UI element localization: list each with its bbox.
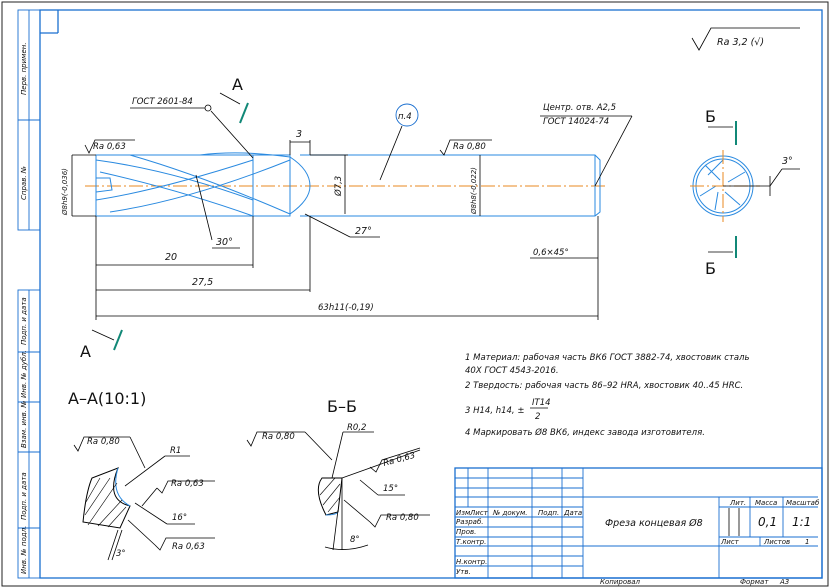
- scale-label: Масштаб: [786, 499, 820, 507]
- bb-ra1: Ra 0,80: [262, 432, 295, 442]
- angle-30: 30°: [216, 237, 233, 248]
- section-b-label: Б: [705, 107, 716, 126]
- stamp-label: Подп. и дата: [20, 472, 28, 520]
- center-hole-note: Центр. отв. А2,5: [543, 103, 616, 113]
- drawing-frame: [39, 9, 823, 579]
- position-note: п.4: [398, 112, 412, 122]
- dim-dia-neck: Ø7,3: [333, 176, 344, 197]
- tb-header: Лист: [469, 509, 489, 517]
- tb-header: Изм: [456, 509, 471, 517]
- side-stamp: Перв. примен. Справ. № Подп. и дата Инв.…: [17, 9, 41, 579]
- section-aa-title: А–А(10:1): [68, 389, 146, 408]
- stamp-label: Взам. инв. №: [20, 400, 28, 448]
- note-1-cont: 40Х ГОСТ 4543-2016.: [465, 366, 559, 376]
- note-3-denominator: 2: [535, 412, 540, 422]
- sheets-value: 1: [805, 538, 809, 546]
- copied-label: Копировал: [600, 578, 641, 586]
- chamfer-dim: 0,6×45°: [533, 248, 569, 258]
- tb-header: Подп.: [538, 509, 559, 517]
- ra-shank: Ra 0,80: [453, 142, 486, 152]
- bb-radius: R0,2: [347, 423, 366, 433]
- mass-value: 0,1: [758, 515, 777, 529]
- tb-role: Н.контр.: [456, 558, 487, 566]
- svg-text:Ra 3,2 (√): Ra 3,2 (√): [717, 37, 764, 48]
- dim-63: 63h11(-0,19): [318, 303, 374, 313]
- dim-dia-left: Ø8h9(-0,036): [61, 168, 69, 216]
- note-3-numerator: IT14: [532, 398, 551, 408]
- aa-angle3: 3°: [116, 549, 126, 559]
- dim-3: 3: [296, 129, 302, 140]
- center-hole-gost: ГОСТ 14024-74: [543, 117, 609, 127]
- dim-dia-shank: Ø8h8(-0,022): [470, 167, 478, 215]
- main-view: Ø8h9(-0,036) 20 27,5 63h11(-0,19) 3 Ø7,3…: [61, 75, 633, 361]
- note-3: 3 H14, h14, ±: [465, 406, 524, 416]
- stamp-label: Подп. и дата: [20, 297, 28, 345]
- end-view: 3° Б Б: [690, 107, 800, 278]
- stamp-label: Справ. №: [20, 166, 28, 200]
- angle-3: 3°: [782, 156, 793, 167]
- gost-note: ГОСТ 2601-84: [132, 97, 193, 107]
- bb-angle8: 8°: [350, 535, 360, 545]
- section-a-label-lower: А: [80, 342, 91, 361]
- ra-cutting: Ra 0,63: [93, 142, 126, 152]
- tb-role: Утв.: [456, 568, 471, 576]
- angle-27: 27°: [355, 226, 372, 237]
- section-bb-title: Б–Б: [327, 397, 357, 416]
- aa-ra2: Ra 0,63: [171, 479, 204, 489]
- section-bb: Б–Б Ra 0,80 R0,2 Ra 0,63 15° Ra 0,80 8°: [246, 397, 430, 551]
- section-b-label-lower: Б: [705, 259, 716, 278]
- title-block: Изм Лист № докум. Подп. Дата Разраб. Про…: [454, 467, 823, 586]
- stamp-label: Перв. примен.: [20, 42, 28, 95]
- tb-role: Разраб.: [456, 518, 484, 526]
- sheets-label: Листов: [763, 538, 790, 546]
- mass-label: Масса: [755, 499, 777, 507]
- dim-27-5: 27,5: [192, 277, 213, 288]
- aa-ra1: Ra 0,80: [87, 437, 120, 447]
- bb-ra2: Ra 0,63: [382, 451, 416, 469]
- bb-angle15: 15°: [383, 484, 398, 494]
- stamp-label: Инв. № подл.: [20, 526, 28, 574]
- lit-label: Лит.: [729, 499, 746, 507]
- tb-header: Дата: [563, 509, 582, 517]
- tb-header: № докум.: [492, 509, 528, 517]
- note-2: 2 Твердость: рабочая часть 86–92 HRA, хв…: [465, 381, 743, 391]
- general-roughness: Ra 3,2 (√): [691, 27, 800, 51]
- part-name: Фреза концевая Ø8: [605, 518, 703, 529]
- section-aa: А–А(10:1) Ra 0,80 R1 Ra 0,63 16° Ra 0,63…: [68, 389, 215, 561]
- format-label: Формат: [740, 578, 769, 586]
- technical-notes: 1 Материал: рабочая часть ВК6 ГОСТ 3882-…: [465, 353, 749, 438]
- note-1: 1 Материал: рабочая часть ВК6 ГОСТ 3882-…: [465, 353, 749, 363]
- aa-radius: R1: [170, 446, 181, 456]
- section-a-label: А: [232, 75, 243, 94]
- bb-ra3: Ra 0,80: [386, 513, 419, 523]
- dim-20: 20: [165, 252, 177, 263]
- aa-ra3: Ra 0,63: [172, 542, 205, 552]
- note-4: 4 Маркировать Ø8 ВК6, индекс завода изго…: [465, 427, 705, 438]
- sheet-label: Лист: [720, 538, 740, 546]
- stamp-label: Инв. № дубл.: [20, 350, 28, 398]
- tb-role: Пров.: [456, 528, 476, 536]
- tb-role: Т.контр.: [456, 538, 486, 546]
- scale-value: 1:1: [792, 515, 811, 529]
- aa-angle16: 16°: [172, 513, 187, 523]
- format-value: А3: [779, 578, 789, 586]
